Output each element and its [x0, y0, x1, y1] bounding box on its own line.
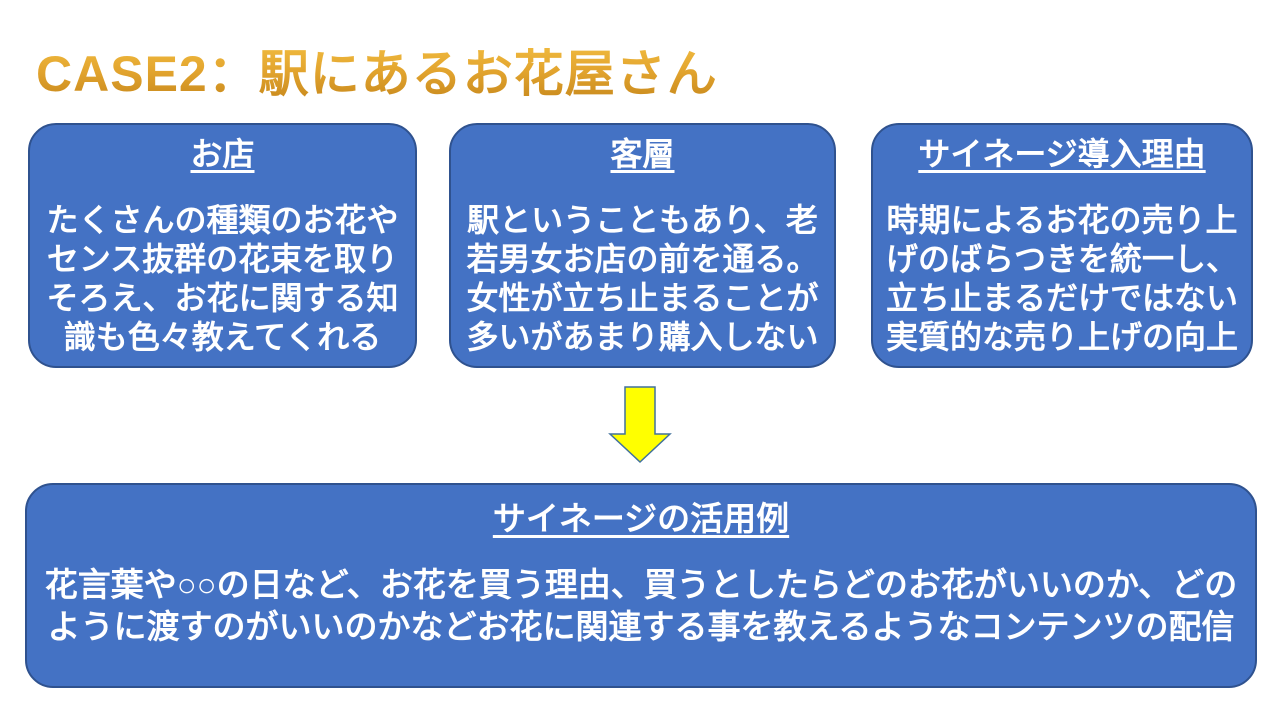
- result-card-header: サイネージの活用例: [492, 500, 790, 537]
- card-signage-reason-header: サイネージ導入理由: [918, 136, 1206, 172]
- result-card-signage-usage: サイネージの活用例 花言葉や○○の日など、お花を買う理由、買うとしたらどのお花が…: [25, 483, 1257, 688]
- info-card-shop: お店 たくさんの種類のお花や センス抜群の花束を取り そろえ、お花に関する知 識…: [28, 123, 417, 368]
- info-card-customers: 客層 駅ということもあり、老 若男女お店の前を通る。 女性が立ち止まることが 多…: [449, 123, 836, 368]
- card-shop-header: お店: [190, 136, 255, 172]
- card-signage-reason-body: 時期によるお花の売り上 げのばらつきを統一し、 立ち止まるだけではない 実質的な…: [885, 202, 1238, 355]
- slide-title: CASE2：駅にあるお花屋さん: [36, 34, 718, 106]
- down-arrow-icon: [608, 386, 672, 464]
- card-shop-body: たくさんの種類のお花や センス抜群の花束を取り そろえ、お花に関する知 識も色々…: [46, 202, 399, 355]
- result-card-body: 花言葉や○○の日など、お花を買う理由、買うとしたらどのお花がいいのか、どの よう…: [44, 566, 1238, 645]
- card-customers-header: 客層: [610, 136, 675, 172]
- info-card-signage-reason: サイネージ導入理由 時期によるお花の売り上 げのばらつきを統一し、 立ち止まるだ…: [871, 123, 1253, 368]
- card-customers-body: 駅ということもあり、老 若男女お店の前を通る。 女性が立ち止まることが 多いがあ…: [466, 202, 819, 355]
